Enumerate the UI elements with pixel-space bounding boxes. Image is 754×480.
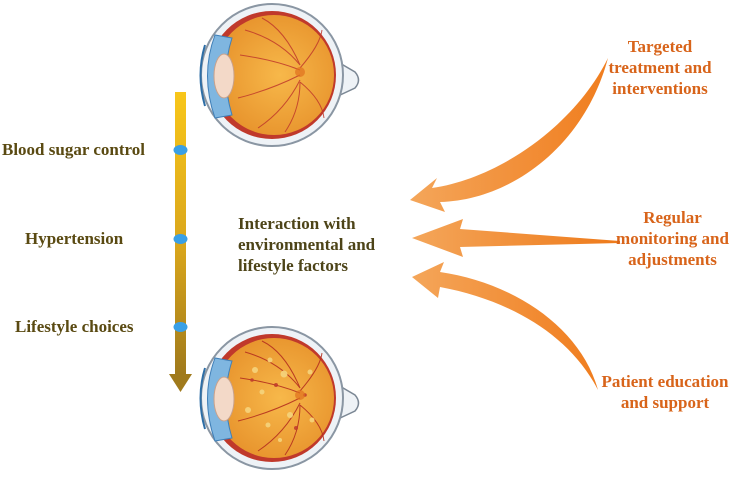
healthy-eye-icon bbox=[199, 3, 360, 147]
arrow-targeted-treatment bbox=[410, 58, 608, 212]
intervention-2-line-2: monitoring and bbox=[616, 229, 729, 248]
intervention-1-line-3: interventions bbox=[612, 79, 708, 98]
diseased-retina-eye-icon bbox=[199, 326, 360, 470]
timeline-marker-1 bbox=[173, 145, 188, 155]
intervention-3-line-1: Patient education bbox=[601, 372, 729, 391]
intervention-targeted-treatment: Targeted treatment and interventions bbox=[585, 36, 735, 99]
timeline-arrowhead bbox=[169, 374, 192, 392]
intervention-2-line-1: Regular bbox=[643, 208, 702, 227]
intervention-patient-education: Patient education and support bbox=[585, 371, 745, 413]
arrow-patient-education bbox=[412, 262, 598, 390]
factor-label-blood-sugar: Blood sugar control bbox=[2, 140, 145, 159]
center-line-1: Interaction with bbox=[238, 214, 356, 233]
center-line-3: lifestyle factors bbox=[238, 256, 348, 275]
progression-timeline bbox=[169, 92, 192, 392]
arrow-regular-monitoring bbox=[412, 219, 620, 257]
intervention-1-line-1: Targeted bbox=[627, 37, 693, 56]
center-interaction-text: Interaction with environmental and lifes… bbox=[238, 213, 375, 276]
center-line-2: environmental and bbox=[238, 235, 376, 254]
timeline-marker-2 bbox=[173, 234, 188, 244]
intervention-regular-monitoring: Regular monitoring and adjustments bbox=[595, 207, 750, 270]
intervention-1-line-2: treatment and bbox=[608, 58, 712, 77]
factor-label-hypertension: Hypertension bbox=[25, 229, 124, 248]
timeline-marker-3 bbox=[173, 322, 188, 332]
intervention-3-line-2: and support bbox=[620, 393, 710, 412]
factor-label-lifestyle: Lifestyle choices bbox=[15, 317, 134, 336]
intervention-2-line-3: adjustments bbox=[628, 250, 717, 269]
